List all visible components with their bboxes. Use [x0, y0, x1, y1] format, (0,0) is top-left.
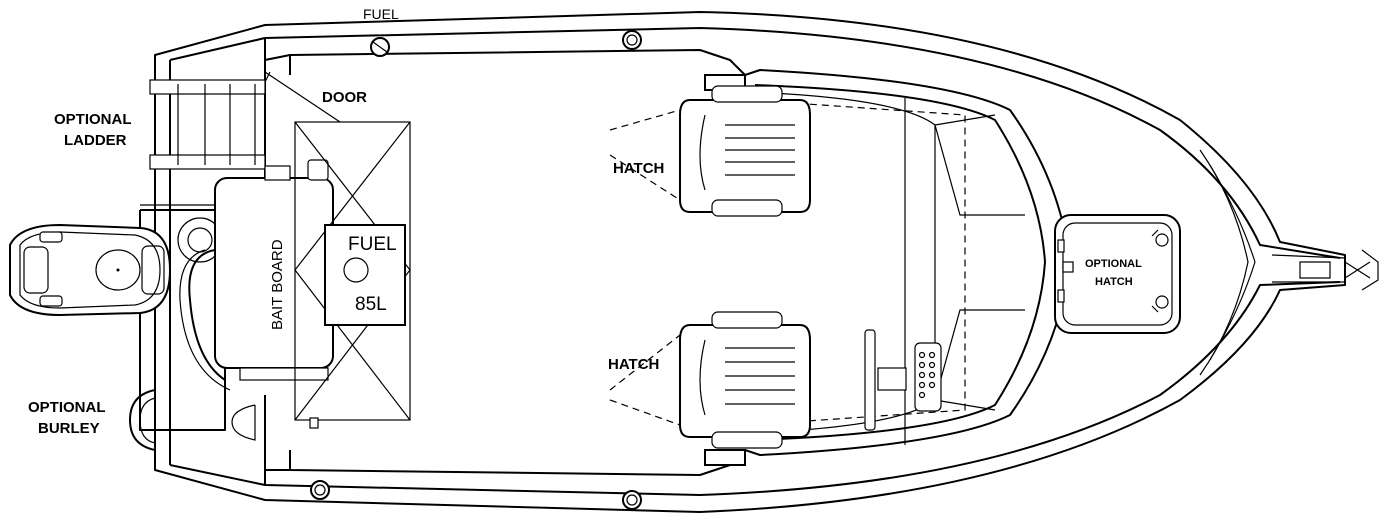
bow-eye [1271, 254, 1346, 283]
seat-bracket-bottom [704, 449, 746, 466]
seat-bottom [609, 311, 811, 449]
deck-fitting-3 [622, 490, 642, 510]
bow-cleat [1344, 249, 1379, 291]
helm-controls [864, 329, 942, 431]
bow-rail [1199, 149, 1249, 376]
ladder [149, 79, 266, 170]
label-optional-ladder-2: LADDER [64, 132, 127, 149]
label-optional-hatch-1: OPTIONAL [1085, 258, 1142, 270]
label-fuel-tank-1: FUEL [348, 234, 397, 255]
outboard-motor [9, 223, 172, 317]
label-optional-burley-2: BURLEY [38, 420, 100, 437]
optional-hatch [1054, 214, 1181, 334]
cockpit-dashed [749, 99, 966, 426]
seat-top [609, 85, 811, 217]
label-optional-burley-1: OPTIONAL [28, 399, 106, 416]
door [264, 71, 341, 123]
deck-fitting-2 [310, 480, 330, 500]
label-hatch-top: HATCH [613, 160, 664, 177]
label-bait-board: BAIT BOARD [269, 239, 286, 330]
label-door: DOOR [322, 89, 367, 106]
label-hatch-bottom: HATCH [608, 356, 659, 373]
deck-floor-inner [264, 54, 291, 471]
forward-deck-inner [754, 84, 1046, 441]
burley-bucket [129, 389, 156, 451]
label-fuel-tank-2: 85L [355, 294, 387, 315]
bow-rail-inner [1209, 164, 1256, 361]
inner-gunwale [169, 27, 1341, 496]
label-optional-hatch-2: HATCH [1095, 276, 1133, 288]
fuel-tank [294, 121, 411, 429]
deck-fitting-1 [622, 30, 642, 50]
bait-board [179, 159, 334, 391]
label-optional-ladder-1: OPTIONAL [54, 111, 132, 128]
label-fuel-top: FUEL [363, 6, 399, 22]
transom [139, 209, 226, 431]
hull-outline [154, 11, 1346, 513]
livewell [231, 404, 256, 441]
